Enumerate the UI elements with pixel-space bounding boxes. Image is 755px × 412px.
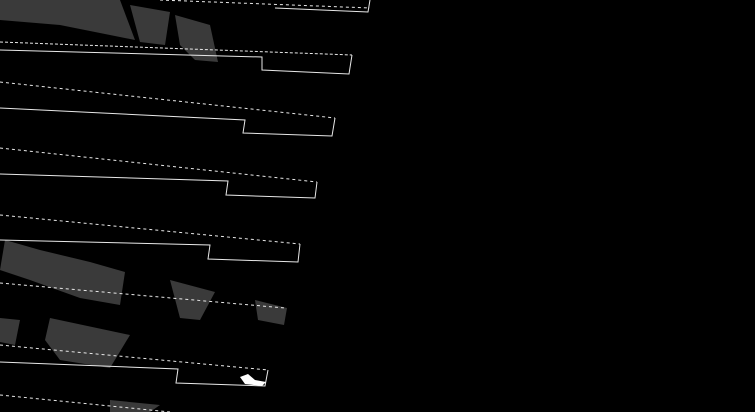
patch — [110, 400, 160, 412]
bar-outlines — [0, 0, 371, 412]
bar-outline — [0, 344, 269, 371]
bar-outline — [159, 0, 371, 9]
patch — [130, 5, 170, 45]
bar-outline — [0, 41, 353, 56]
bar-outline — [0, 147, 318, 183]
bar-outline — [0, 282, 286, 309]
bar-outline — [0, 49, 353, 75]
bar-outline — [0, 361, 269, 387]
patch — [0, 0, 135, 40]
patch — [255, 300, 287, 325]
patch — [45, 318, 130, 368]
patch — [175, 15, 218, 62]
bar-outline — [0, 173, 318, 199]
bar-outline — [0, 394, 171, 412]
patch — [0, 240, 125, 305]
bar-outline — [0, 107, 336, 137]
bright-blob — [240, 374, 266, 386]
gray-patches — [0, 0, 287, 412]
bar-outline — [274, 0, 371, 13]
bar-outline — [0, 81, 336, 119]
bar-outline — [0, 239, 301, 263]
patch — [0, 318, 20, 345]
bar-outline — [0, 214, 301, 245]
